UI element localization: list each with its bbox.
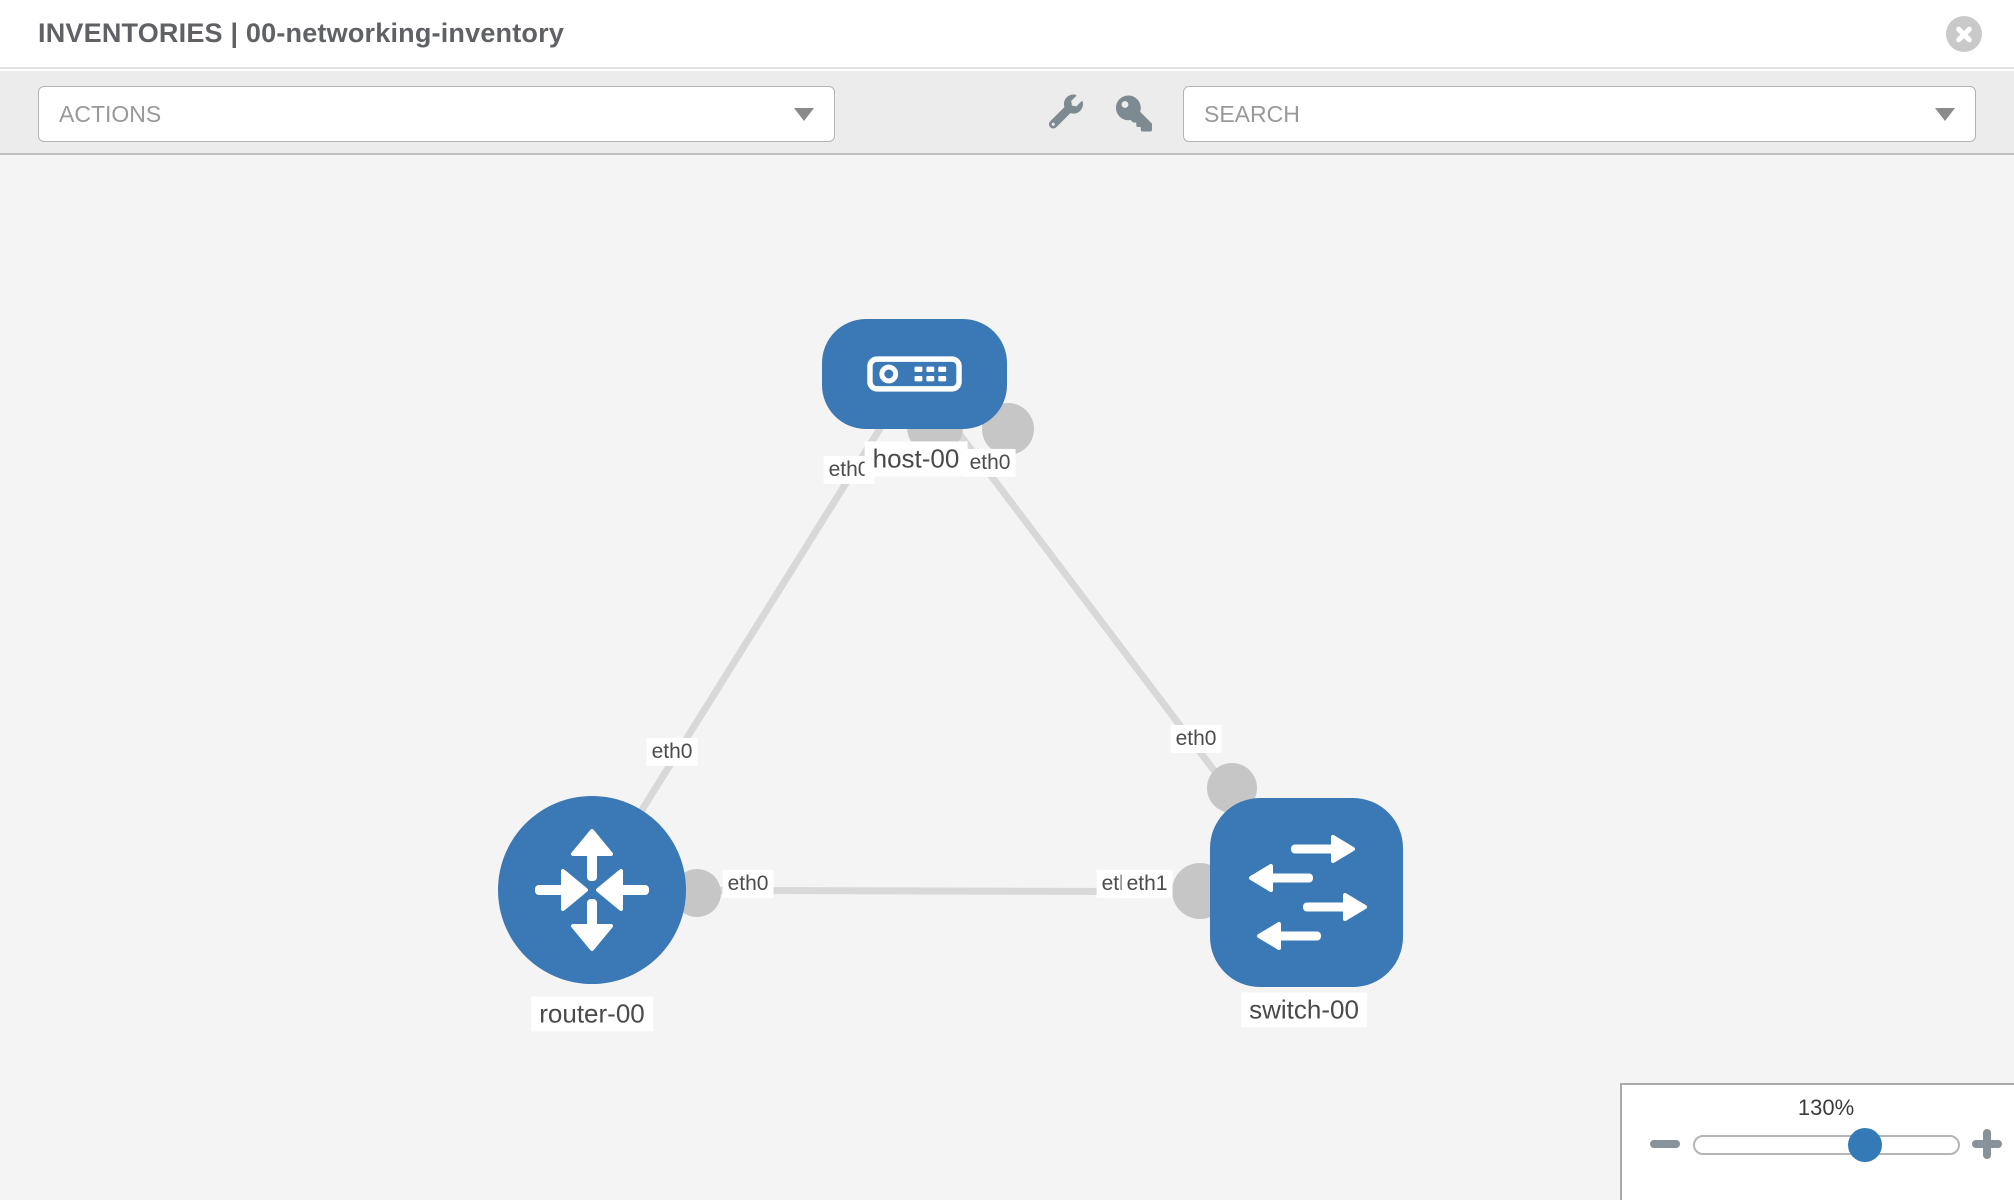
chevron-down-icon [1935, 107, 1955, 121]
port-host-eth0 [982, 403, 1034, 455]
search-dropdown[interactable]: SEARCH [1183, 86, 1976, 142]
chevron-down-icon [794, 107, 814, 121]
wrench-icon[interactable] [1048, 94, 1083, 134]
zoom-level: 130% [1797, 1095, 1855, 1120]
toolbar: ACTIONS SEARCH [0, 71, 2014, 155]
zoom-slider-handle[interactable] [1848, 1128, 1882, 1162]
zoom-in-button[interactable] [1972, 1129, 2002, 1159]
plus-icon [1983, 1129, 1991, 1159]
page-title: INVENTORIES | 00-networking-inventory [38, 18, 565, 48]
router-icon [535, 829, 649, 951]
key-icon[interactable] [1116, 95, 1152, 137]
close-button[interactable] [1946, 15, 1982, 52]
node-switch-00[interactable] [1210, 798, 1403, 987]
topology-canvas[interactable] [0, 155, 2014, 1200]
zoom-out-button[interactable] [1650, 1140, 1680, 1148]
zoom-control-panel: 130% [1620, 1083, 2014, 1200]
zoom-slider-track[interactable] [1693, 1135, 1960, 1155]
actions-dropdown[interactable]: ACTIONS [38, 86, 835, 142]
node-router-00[interactable] [498, 796, 686, 984]
switch-icon [1248, 834, 1367, 950]
header: INVENTORIES | 00-networking-inventory [0, 0, 2014, 69]
host-icon [867, 356, 962, 392]
actions-dropdown-label: ACTIONS [59, 100, 162, 127]
node-host-00[interactable] [822, 319, 1007, 429]
search-placeholder: SEARCH [1204, 100, 1300, 127]
